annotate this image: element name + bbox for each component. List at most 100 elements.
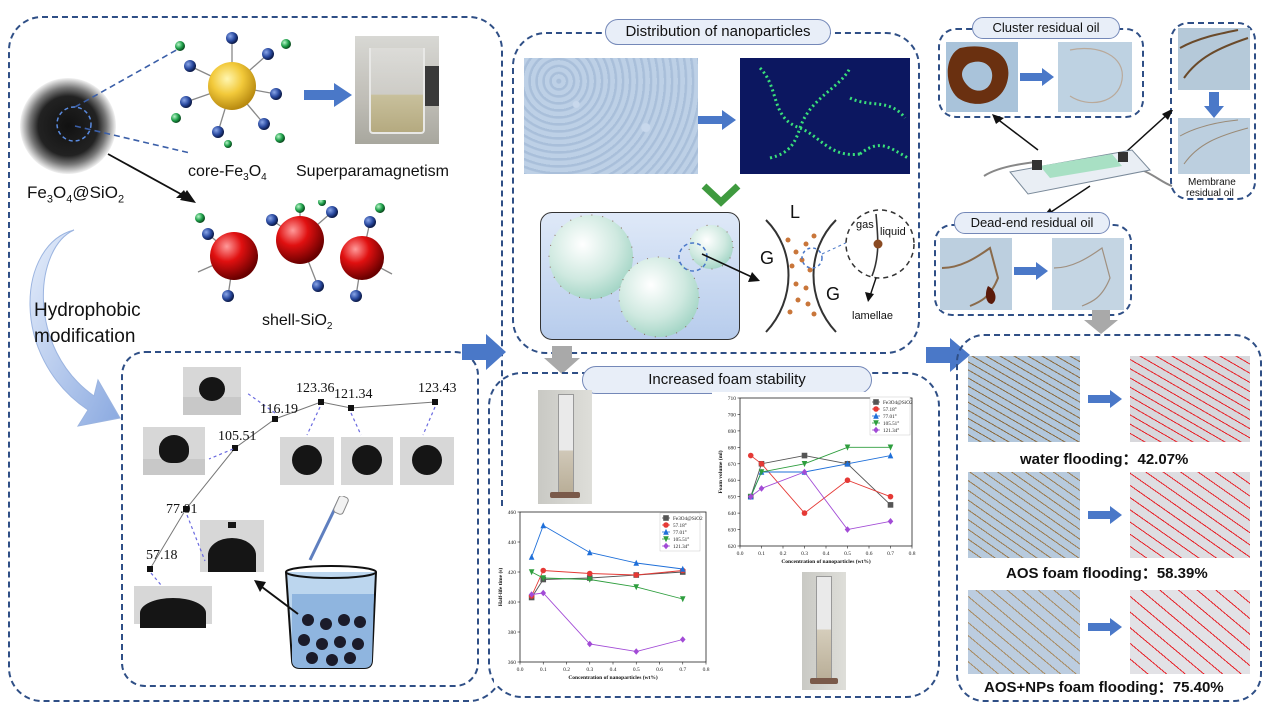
legend-marker <box>873 399 879 405</box>
y-tick-label: 440 <box>508 540 517 546</box>
x-tick-label: 0.8 <box>703 667 710 673</box>
y-tick-label: 660 <box>728 478 737 484</box>
x-tick-label: 0.8 <box>909 551 916 557</box>
legend-marker <box>873 406 879 412</box>
legend-label: 105.51° <box>673 536 689 543</box>
arrow-middle-to-right-icon <box>926 338 970 372</box>
y-tick-label: 680 <box>728 445 737 451</box>
angle-point-116 <box>272 416 278 422</box>
data-point <box>887 518 894 525</box>
data-point <box>586 570 593 577</box>
arrow-micrograph-to-fluorescent-icon <box>698 110 736 130</box>
angle-point-105 <box>232 445 238 451</box>
label-lamellae: lamellae <box>852 310 893 322</box>
aosnp-flooding-label: AOS+NPs foam flooding：75.40% <box>984 679 1224 696</box>
x-tick-label: 0.6 <box>866 551 873 557</box>
y-tick-label: 700 <box>728 412 737 418</box>
water-flooding-label: water flooding：42.07% <box>1020 451 1189 468</box>
lamella-diagram <box>765 209 915 333</box>
cluster-oil-after <box>1058 42 1132 112</box>
series-line <box>750 455 891 506</box>
angle-point-121 <box>348 405 354 411</box>
aos-flooding-after <box>1130 472 1250 558</box>
composite-label: Fe3O4@SiO2 <box>27 183 125 206</box>
angle-label-57-18: 57.18 <box>146 548 178 563</box>
y-tick-label: 420 <box>508 570 517 576</box>
data-point <box>844 477 851 484</box>
y-tick-label: 380 <box>508 630 517 636</box>
series-line <box>531 571 683 600</box>
bubbles-diagram <box>540 212 740 340</box>
label-G-left: G <box>760 248 775 268</box>
x-tick-label: 0.2 <box>563 667 570 673</box>
arrow-deadend-icon <box>1014 262 1048 280</box>
x-tick-label: 0.0 <box>737 551 744 557</box>
data-point <box>633 572 640 578</box>
arrow-water-icon <box>1088 390 1122 408</box>
data-point <box>586 576 593 583</box>
y-tick-label: 460 <box>508 510 517 516</box>
angle-label-123-36: 123.36 <box>296 381 335 396</box>
legend-label: 121.34° <box>673 543 689 550</box>
hydrophobic-curved-arrow-icon <box>29 229 121 427</box>
flooding-panel <box>956 334 1262 702</box>
x-tick-label: 0.1 <box>758 551 765 557</box>
data-point <box>758 469 765 476</box>
data-point <box>540 567 547 574</box>
y-tick-label: 400 <box>508 600 517 606</box>
water-flooding-after <box>1130 356 1250 442</box>
legend-label: 77.01° <box>883 413 897 420</box>
series-line <box>531 570 683 597</box>
legend-label: Fe3O4@SiO2 <box>673 516 703 522</box>
data-point <box>528 569 535 576</box>
data-point <box>679 636 686 643</box>
arrow-aos-icon <box>1088 506 1122 524</box>
arrow-to-lamella-icon <box>701 253 760 282</box>
y-tick-label: 650 <box>728 495 737 501</box>
series-line <box>531 592 683 652</box>
chevron-down-icon <box>701 183 741 207</box>
angle-point-77 <box>183 506 189 512</box>
data-point <box>844 444 851 451</box>
angle-point-123b <box>432 399 438 405</box>
angle-label-123-43: 123.43 <box>418 381 457 396</box>
distribution-title: Distribution of nanoparticles <box>605 19 831 45</box>
legend-marker <box>663 528 669 535</box>
legend-label: 57.18° <box>673 522 687 529</box>
legend-label: 57.18° <box>883 406 897 413</box>
x-tick-label: 0.6 <box>656 667 663 673</box>
composite-particle-graphic <box>20 78 116 174</box>
x-tick-label: 0.7 <box>887 551 894 557</box>
x-axis-label: Concentration of nanoparticles (wt%) <box>781 558 871 565</box>
deadend-oil-after <box>1052 238 1124 310</box>
shell-label: shell-SiO2 <box>262 312 333 333</box>
arrow-membrane-down-icon <box>1204 92 1224 118</box>
x-tick-label: 0.1 <box>540 667 547 673</box>
angle-point-57 <box>147 566 153 572</box>
series-line <box>531 571 683 598</box>
legend-marker <box>663 515 669 521</box>
modification-label: modification <box>34 326 136 347</box>
data-point <box>633 584 640 591</box>
contact-angle-plot <box>147 392 438 586</box>
cluster-oil-title: Cluster residual oil <box>972 17 1120 39</box>
legend-marker <box>873 412 879 419</box>
data-point <box>887 444 894 451</box>
legend-label: 105.51° <box>883 420 899 427</box>
y-tick-label: 360 <box>508 660 517 666</box>
data-point <box>801 460 808 468</box>
membrane-oil-before <box>1178 28 1250 90</box>
angle-label-116-19: 116.19 <box>260 402 298 417</box>
arrow-to-beaker-icon <box>304 83 352 107</box>
x-tick-label: 0.5 <box>633 667 640 673</box>
droplet-photo-77 <box>200 520 264 572</box>
droplet-photo-123a <box>280 437 334 485</box>
label-liquid: liquid <box>880 226 906 238</box>
data-point <box>887 493 894 500</box>
hydrophobic-label: Hydrophobic <box>34 300 141 321</box>
aosnp-flooding-after <box>1130 590 1250 674</box>
droplet-photo-123b <box>400 437 454 485</box>
